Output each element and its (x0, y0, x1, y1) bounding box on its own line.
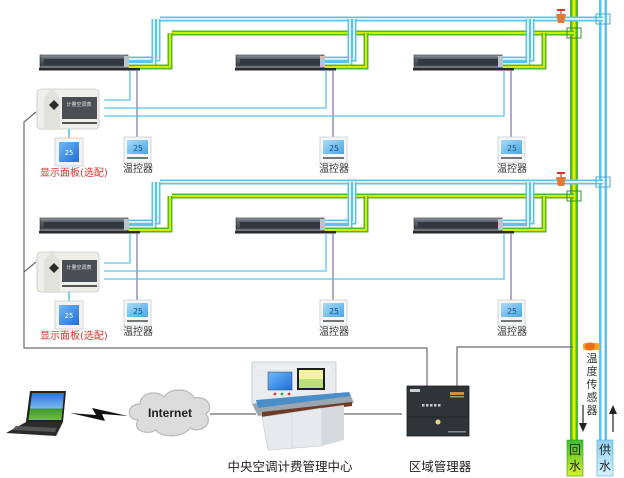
thermostat-icon[interactable]: 25 (497, 299, 526, 327)
laptop-icon (6, 391, 66, 436)
billing-controller-unit[interactable]: 计量空调表 (36, 88, 100, 130)
network-wiring (23, 111, 573, 415)
internet-cloud-icon (128, 389, 211, 437)
thermostat-icon[interactable]: 25 (123, 136, 152, 164)
svg-text:25: 25 (65, 312, 73, 320)
thermostat-label: 温控器 (497, 164, 527, 175)
svg-text:25: 25 (133, 307, 143, 316)
fan-coil-unit-2[interactable] (235, 19, 369, 71)
zone-manager-label: 区域管理器 (409, 459, 472, 474)
central-management-console[interactable] (251, 361, 354, 451)
zone-manager-device[interactable] (406, 385, 470, 437)
thermostat-label: 温控器 (319, 164, 349, 175)
fan-coil-unit-1[interactable] (39, 19, 173, 71)
fan-coil-unit-3[interactable] (413, 182, 547, 234)
tee-fitting-icon (595, 176, 611, 188)
return-water-tag (566, 439, 584, 477)
thermostat-icon[interactable]: 25 (123, 299, 152, 327)
svg-text:25: 25 (65, 149, 73, 157)
return-water-riser (570, 0, 578, 440)
supply-water-tag (596, 439, 614, 477)
fan-coil-unit-3[interactable] (413, 19, 547, 71)
svg-text:25: 25 (507, 307, 517, 316)
wireless-link-icon (70, 408, 128, 421)
valve-icon (556, 9, 566, 23)
floor-2: 25 25 25 计量空调表 25 (36, 172, 611, 330)
temperature-sensor-icon (583, 342, 600, 351)
return-water-label: 回水 (568, 443, 581, 473)
return-flow-arrow-icon (579, 405, 587, 432)
svg-text:25: 25 (133, 144, 143, 153)
supply-water-label: 供水 (598, 443, 611, 473)
tee-fitting-icon (566, 27, 582, 39)
tee-fitting-icon (595, 13, 611, 25)
tee-fitting-icon (566, 190, 582, 202)
billing-controller-unit[interactable]: 计量空调表 (36, 251, 100, 293)
svg-text:计量空调表: 计量空调表 (66, 101, 91, 108)
display-panel-icon[interactable]: 25 (54, 137, 84, 167)
valve-icon (556, 172, 566, 186)
display-panel-icon[interactable]: 25 (54, 300, 84, 330)
display-panel-label: 显示面板(选配) (40, 168, 108, 179)
thermostat-label: 温控器 (319, 327, 349, 338)
thermostat-label: 温控器 (497, 327, 527, 338)
thermostat-icon[interactable]: 25 (497, 136, 526, 164)
svg-text:25: 25 (329, 144, 339, 153)
svg-text:计量空调表: 计量空调表 (66, 264, 91, 271)
supply-water-riser (599, 0, 607, 440)
floor-1: 25 25 25 计量空调表 25 (36, 9, 611, 167)
fan-coil-unit-2[interactable] (235, 182, 369, 234)
svg-text:25: 25 (507, 144, 517, 153)
temperature-sensor-label: 温度传感器 (586, 352, 598, 417)
display-panel-label: 显示面板(选配) (40, 331, 108, 342)
fan-coil-unit-1[interactable] (39, 182, 173, 234)
thermostat-icon[interactable]: 25 (319, 136, 348, 164)
supply-flow-arrow-icon (609, 405, 617, 432)
thermostat-label: 温控器 (123, 327, 153, 338)
thermostat-icon[interactable]: 25 (319, 299, 348, 327)
thermostat-label: 温控器 (123, 164, 153, 175)
svg-text:25: 25 (329, 307, 339, 316)
internet-label: Internet (148, 406, 192, 420)
central-management-label: 中央空调计费管理中心 (227, 459, 353, 474)
